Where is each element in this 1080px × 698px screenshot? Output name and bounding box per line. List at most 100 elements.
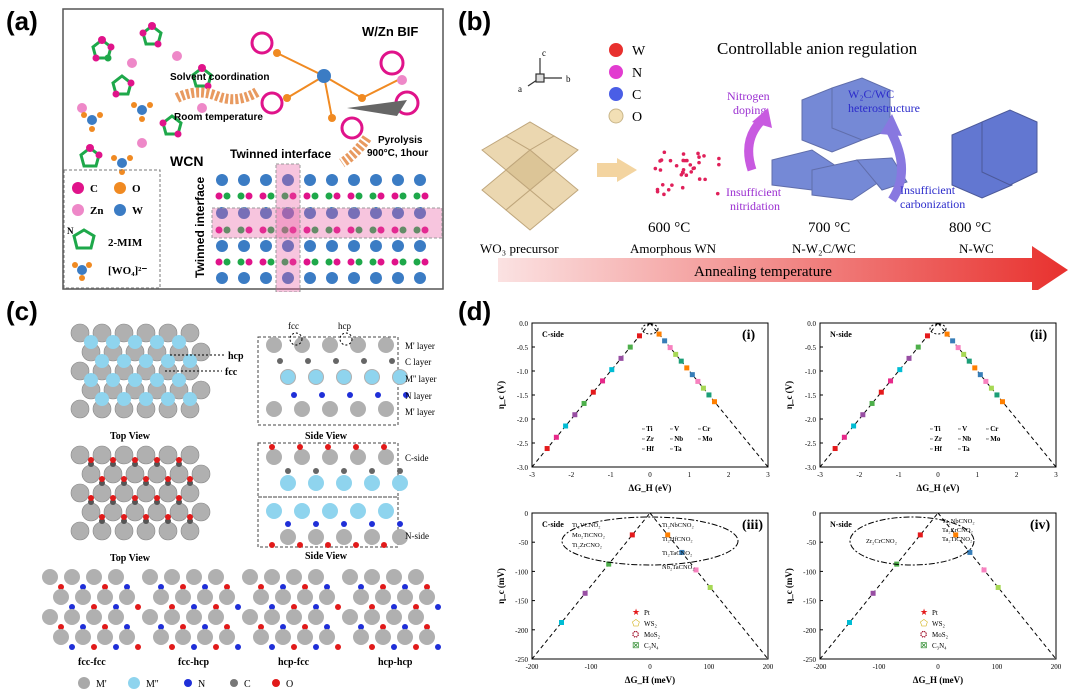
- x-axis-label: ΔG_H (meV): [913, 675, 963, 685]
- data-marker: [966, 358, 972, 364]
- x-tick: -200: [814, 663, 827, 671]
- side-view-2: [257, 442, 408, 548]
- svg-text:★: ★: [920, 607, 928, 617]
- hetero-1: W₂C/WC: [848, 87, 894, 101]
- svg-text:O: O: [286, 679, 293, 690]
- top-view-label-2: Top View: [110, 553, 151, 564]
- svg-text:N: N: [67, 226, 74, 236]
- data-marker: [917, 532, 923, 538]
- svg-text:Pt: Pt: [644, 609, 650, 617]
- scattered-mim-molecules: [77, 22, 213, 175]
- data-marker: [582, 590, 588, 596]
- name-n-wc: N-WC: [959, 241, 994, 256]
- element-legend: ▫ Ti▫ V▫ Cr▫ Zr▫ Nb▫ Mo▫ Hf▫ Ta: [642, 425, 713, 453]
- plot-side: N-side: [830, 330, 852, 339]
- y-tick: 0.0: [519, 320, 528, 328]
- y-tick: -250: [515, 656, 528, 664]
- pyrolysis-condition: 900°C, 1hour: [367, 148, 428, 159]
- svg-text:⬠: ⬠: [632, 618, 640, 628]
- temp-600: 600 °C: [648, 220, 690, 236]
- data-marker: [590, 389, 596, 395]
- svg-text:▫ Nb: ▫ Nb: [958, 435, 971, 443]
- data-marker: [878, 389, 884, 395]
- side-view-label-2: Side View: [305, 551, 348, 562]
- data-marker: [967, 549, 973, 555]
- data-marker: [673, 351, 679, 357]
- insufficient-nitridation-1: Insufficient: [726, 185, 782, 199]
- svg-text:C: C: [632, 88, 641, 103]
- svg-text:⛭: ⛭: [632, 629, 639, 639]
- svg-text:W: W: [132, 205, 143, 217]
- name-amorphous-wn: Amorphous WN: [630, 241, 717, 256]
- side-view-label-1: Side View: [305, 431, 348, 442]
- panel-a-legend: C O Zn W N 2-MIM [WO₄]²⁻: [67, 182, 147, 281]
- x-tick: 0: [936, 471, 940, 479]
- data-marker: [961, 351, 967, 357]
- y-tick: 0: [525, 510, 529, 518]
- data-marker: [981, 567, 987, 573]
- y-tick: -150: [515, 598, 528, 606]
- y-tick: -3.0: [805, 464, 817, 472]
- svg-text:[WO₄]²⁻: [WO₄]²⁻: [108, 265, 147, 277]
- y-tick: -1.5: [517, 392, 529, 400]
- pyrolysis-label: Pyrolysis: [378, 135, 423, 146]
- plot-tag: (iii): [742, 518, 763, 533]
- temp-700: 700 °C: [808, 220, 850, 236]
- data-marker: [972, 365, 978, 371]
- compound-label: Ti₂TaCNO₂: [662, 550, 692, 557]
- data-marker: [544, 446, 550, 452]
- svg-text:fcc-fcc: fcc-fcc: [78, 657, 106, 668]
- axis-c-label: c: [542, 48, 546, 58]
- name-n-w2c-wc: N-W₂C/WC: [792, 241, 856, 256]
- y-tick: -200: [515, 627, 528, 635]
- y-tick: -200: [803, 627, 816, 635]
- svg-text:M'' layer: M'' layer: [405, 374, 436, 384]
- insufficient-carbonization-1: Insufficient: [900, 183, 956, 197]
- data-marker: [707, 584, 713, 590]
- hcp-label: hcp: [228, 351, 244, 362]
- x-tick: 0: [648, 471, 652, 479]
- y-axis-label: η_c (V): [496, 381, 506, 409]
- x-tick: 3: [766, 471, 770, 479]
- data-marker: [906, 355, 912, 361]
- svg-text:Pt: Pt: [932, 609, 938, 617]
- panel-c-legend: M' M'' N C O: [78, 677, 293, 690]
- plot-side: C-side: [542, 330, 564, 339]
- data-marker: [897, 367, 903, 373]
- data-marker: [606, 561, 612, 567]
- y-tick: -150: [803, 598, 816, 606]
- x-tick: 100: [992, 663, 1003, 671]
- compound-label: Ti₂NbCNO₂: [662, 522, 694, 529]
- compound-label: Ta₂ZrCNO₂: [942, 527, 973, 534]
- x-tick: -1: [896, 471, 902, 479]
- data-marker: [563, 423, 569, 429]
- hetero-2: heterostructure: [848, 101, 920, 115]
- element-legend: ▫ Ti▫ V▫ Cr▫ Zr▫ Nb▫ Mo▫ Hf▫ Ta: [930, 425, 1001, 453]
- svg-text:▫ Hf: ▫ Hf: [642, 445, 655, 453]
- data-marker: [600, 378, 606, 384]
- svg-text:fcc: fcc: [288, 321, 299, 331]
- c-side-label: C-side: [405, 453, 429, 463]
- svg-text:N: N: [198, 679, 205, 690]
- data-marker: [553, 434, 559, 440]
- x-axis-label: ΔG_H (eV): [629, 483, 672, 493]
- svg-text:N layer: N layer: [405, 391, 432, 401]
- svg-text:▫ Cr: ▫ Cr: [698, 425, 710, 433]
- x-axis-label: ΔG_H (eV): [917, 483, 960, 493]
- data-marker: [706, 392, 712, 398]
- axis-a-label: a: [518, 84, 522, 94]
- data-marker: [627, 344, 633, 350]
- y-tick: -2.5: [805, 440, 817, 448]
- reference-legend: ★Pt⬠WS₂⛭MoS₂⊠C₃N₄: [920, 607, 949, 650]
- svg-text:C layer: C layer: [405, 357, 431, 367]
- y-tick: 0.0: [807, 320, 816, 328]
- axes-triad: [527, 58, 562, 87]
- data-marker: [870, 590, 876, 596]
- panel-label-c: (c): [6, 296, 38, 326]
- data-marker: [924, 333, 930, 339]
- top-view-1: [70, 323, 211, 419]
- axis-b-label: b: [566, 74, 571, 84]
